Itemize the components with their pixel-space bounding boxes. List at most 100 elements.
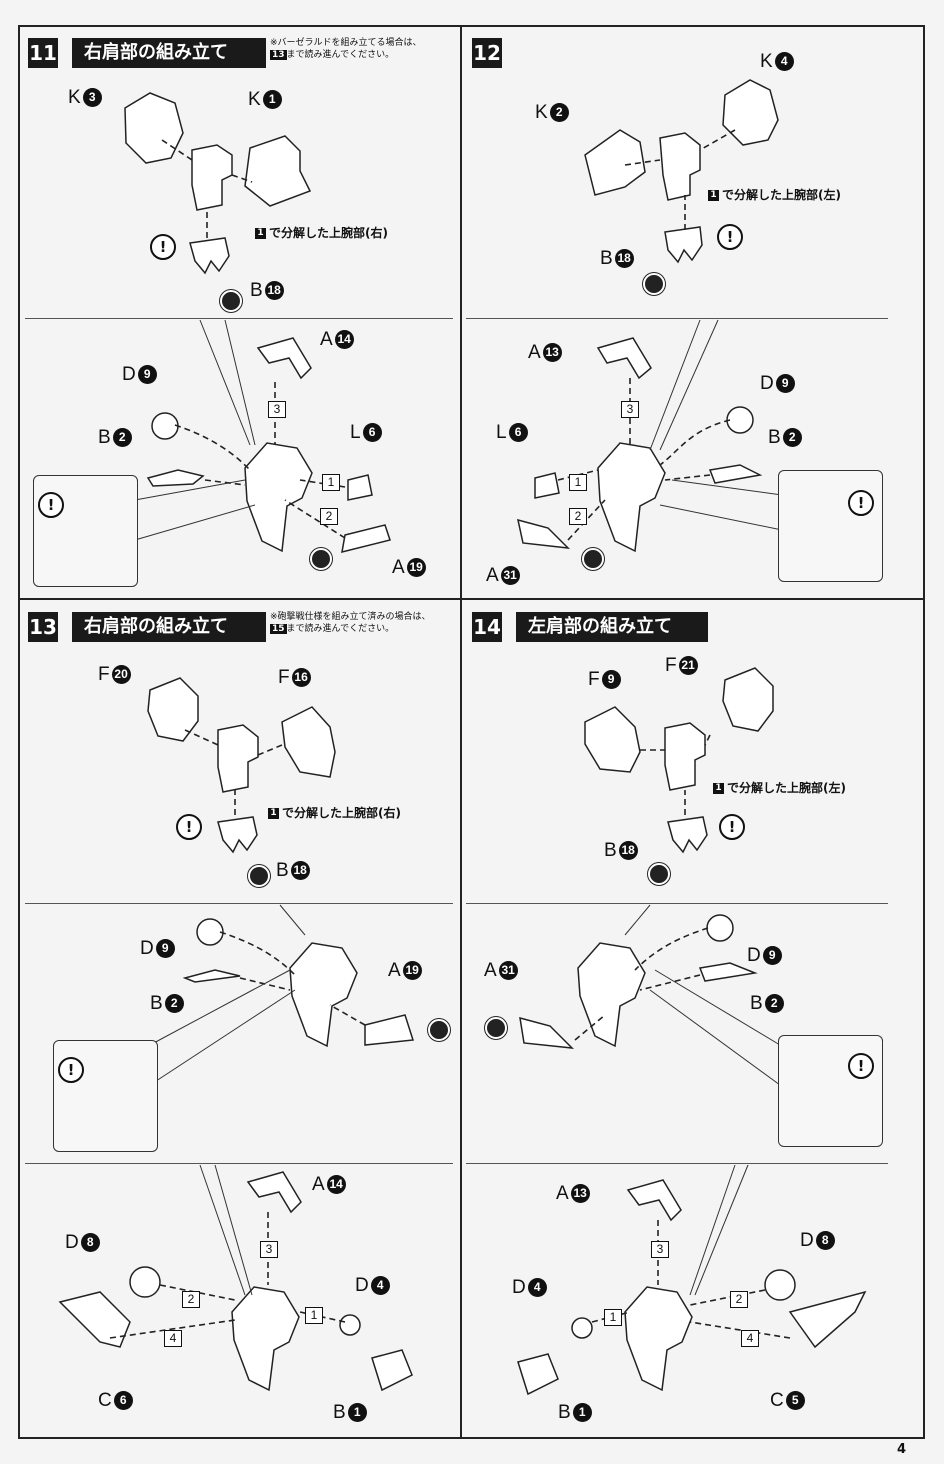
step-11-note-line2: まで読み進んでください。 (286, 50, 395, 60)
step-14-number: 14 (472, 612, 502, 642)
order-mark-2: 2 (182, 1291, 200, 1308)
part-s13-body2 (231, 1286, 300, 1392)
part-s11-body (244, 442, 313, 553)
part-s11-d9 (151, 412, 179, 440)
part-s14-d9 (706, 914, 734, 942)
order-mark-1: 1 (305, 1307, 323, 1324)
step-11-note-line1: ※バーゼラルドを組み立てる場合は、 (270, 38, 422, 48)
part-s14-c5 (788, 1290, 867, 1349)
part-s13-body (289, 942, 358, 1048)
nipper-icon (310, 548, 332, 570)
part-s11-a14 (256, 337, 312, 380)
s11-sub-divider (25, 318, 453, 319)
step-12-number: 12 (472, 38, 502, 68)
order-mark-4: 4 (741, 1330, 759, 1347)
part-s13-a14 (246, 1171, 302, 1214)
cut-gate-icon (648, 863, 670, 885)
caption-text: で分解した上腕部(左) (727, 781, 846, 795)
part-s12-body (597, 442, 666, 553)
order-mark-2: 2 (320, 508, 338, 525)
page-number: 4 (896, 1442, 906, 1457)
part-s12-a13 (596, 337, 652, 380)
nipper-icon (582, 548, 604, 570)
part-s14-f9 (584, 706, 641, 773)
cut-gate-icon (248, 865, 270, 887)
step-14-title: 左肩部の組み立て (516, 612, 708, 642)
part-s11-k1 (244, 135, 312, 207)
part-s11-b2 (146, 469, 205, 487)
caption-badge: 1 (255, 228, 266, 239)
order-mark-3: 3 (268, 401, 286, 418)
part-s11-upperarm (191, 144, 233, 211)
step-11-note-badge: 13 (270, 50, 287, 60)
caption-badge: 1 (708, 190, 719, 201)
part-s11-k3 (124, 92, 184, 164)
exclamation-circle-icon: ! (717, 224, 743, 250)
step-13-title: 右肩部の組み立て (72, 612, 266, 642)
exclamation-circle-icon: ! (719, 814, 745, 840)
step-13-note-line1: ※砲撃戦仕様を組み立て済みの場合は、 (270, 612, 431, 622)
step-11-title: 右肩部の組み立て (72, 38, 266, 68)
page-frame (18, 25, 925, 1439)
part-s12-a31 (517, 518, 571, 549)
s14-sub-divider-2 (466, 1163, 888, 1164)
part-s14-a13 (626, 1179, 682, 1222)
detail-inset-s14 (778, 1035, 883, 1147)
part-s14-d4 (571, 1317, 593, 1339)
step-13-note-badge: 15 (270, 624, 287, 634)
part-s12-d9 (726, 406, 754, 434)
part-s13-b2 (182, 969, 241, 983)
middle-divider (18, 598, 925, 600)
order-mark-2: 2 (569, 508, 587, 525)
caption-badge: 1 (268, 808, 279, 819)
part-s12-b2 (708, 464, 763, 484)
nipper-icon (485, 1017, 507, 1039)
order-mark-3: 3 (260, 1241, 278, 1258)
order-mark-3: 3 (651, 1241, 669, 1258)
part-s13-d4 (339, 1314, 361, 1336)
part-s13-upperarm (217, 724, 259, 793)
center-divider (460, 25, 462, 1439)
part-s14-b1 (517, 1353, 559, 1396)
part-s11-b18 (189, 237, 230, 275)
caption-badge: 1 (713, 783, 724, 794)
part-s13-b18 (217, 816, 258, 854)
exclamation-circle-icon: ! (38, 492, 64, 518)
exclamation-circle-icon: ! (150, 234, 176, 260)
order-mark-1: 1 (322, 474, 340, 491)
nipper-icon (428, 1019, 450, 1041)
exclamation-circle-icon: ! (848, 490, 874, 516)
exclamation-circle-icon: ! (848, 1053, 874, 1079)
part-s13-f16 (281, 706, 336, 778)
order-mark-2: 2 (730, 1291, 748, 1308)
